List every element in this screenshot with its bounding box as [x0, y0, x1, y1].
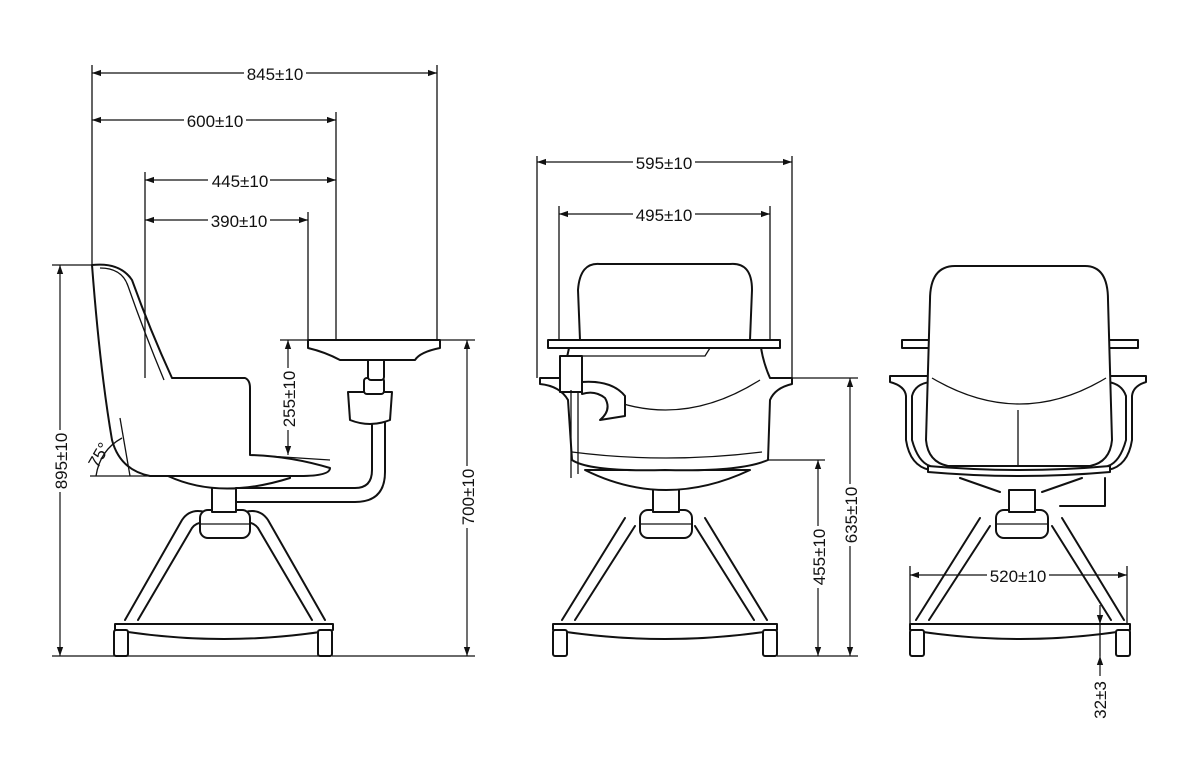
back-arm-right [1107, 375, 1147, 471]
back-caster-left [909, 629, 925, 657]
dim-label-895: 895±10 [52, 433, 71, 490]
side-base-legs [124, 510, 326, 621]
back-view [889, 265, 1147, 657]
dim-label-520: 520±10 [990, 567, 1047, 586]
front-dimensions: 595±10 495±10 455±10 635±10 [536, 153, 861, 657]
back-arm-left [889, 375, 931, 471]
dim-label-495: 495±10 [636, 206, 693, 225]
front-base-ring [552, 623, 778, 640]
back-tablet-left [901, 339, 933, 349]
front-caster-right [762, 629, 778, 657]
side-caster-left [113, 629, 129, 657]
dim-label-595: 595±10 [636, 154, 693, 173]
dim-label-635: 635±10 [842, 487, 861, 544]
front-backrest [577, 262, 753, 341]
side-tablet [307, 339, 441, 361]
front-seat-underside [584, 469, 751, 491]
dim-label-255: 255±10 [280, 371, 299, 428]
side-caster-right [317, 629, 333, 657]
back-base-ring [909, 623, 1131, 640]
front-base-legs [561, 517, 768, 621]
back-backrest [925, 265, 1113, 467]
dim-label-600: 600±10 [187, 112, 244, 131]
dim-label-700: 700±10 [459, 469, 478, 526]
dim-label-32: 32±3 [1091, 681, 1110, 719]
back-seat-shell [927, 465, 1111, 477]
front-view [539, 262, 793, 657]
side-cup-holder [347, 391, 393, 425]
dim-label-455: 455±10 [810, 529, 829, 586]
back-dimensions: 520±10 32±3 [909, 566, 1130, 719]
back-caster-right [1115, 629, 1131, 657]
back-tablet-right [1107, 339, 1139, 349]
angle-label-75: 75° [85, 439, 114, 471]
front-tablet [547, 339, 781, 349]
front-cup-holder [581, 380, 626, 421]
side-base-ring [114, 623, 334, 640]
front-caster-left [552, 629, 568, 657]
dim-label-445: 445±10 [212, 172, 269, 191]
side-view [91, 263, 441, 657]
dim-label-390: 390±10 [211, 212, 268, 231]
side-dimensions: 845±10 600±10 445±10 390±10 255±10 895±1… [51, 64, 478, 657]
back-column [1008, 489, 1036, 513]
side-backrest [91, 263, 331, 477]
side-column [211, 485, 237, 513]
front-tablet-hinge [559, 355, 583, 393]
dim-label-845: 845±10 [247, 65, 304, 84]
